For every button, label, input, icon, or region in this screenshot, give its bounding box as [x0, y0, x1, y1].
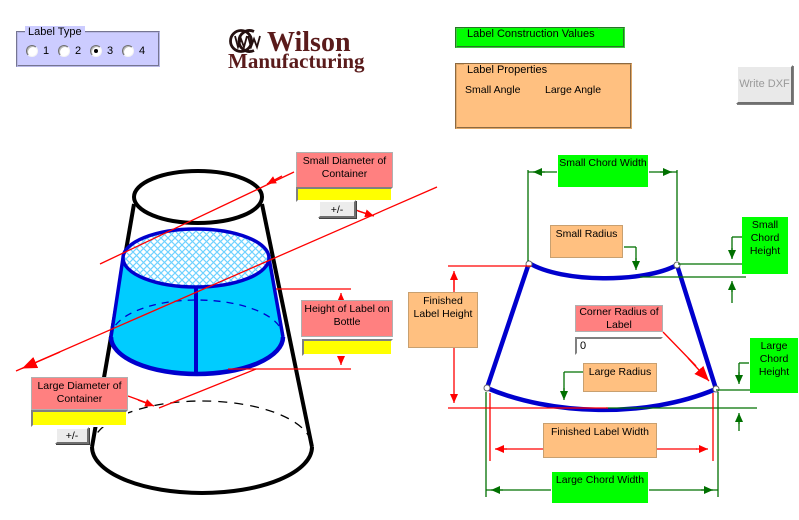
wilson-logo-icon	[229, 29, 261, 53]
label-type-frame: Label Type 1 2 3 4	[16, 26, 160, 67]
radio-option-label: 2	[75, 45, 82, 57]
large-diameter-input[interactable]	[31, 410, 128, 427]
radio-option-4[interactable]: 4	[122, 45, 145, 59]
radio-option-label: 3	[107, 45, 114, 57]
large-diameter-label: Large Diameter of Container	[31, 377, 128, 410]
large-chord-height-label: Large Chord Height	[750, 338, 798, 393]
large-diameter-stepper-button[interactable]: +/-	[55, 427, 89, 444]
label-dimension-lines-red	[448, 265, 714, 461]
large-angle-label: Large Angle	[545, 84, 602, 96]
corner-radius-input[interactable]: 0	[575, 337, 663, 355]
radio-option-label: 1	[43, 45, 50, 57]
radio-dot[interactable]	[26, 45, 38, 57]
radio-dot[interactable]	[90, 45, 102, 57]
bottle-cone-drawing	[90, 169, 314, 495]
small-diameter-stepper-button[interactable]: +/-	[318, 200, 356, 218]
large-chord-width-label: Large Chord Width	[552, 472, 648, 503]
label-type-frame-title: Label Type	[25, 26, 85, 38]
finished-label-width-label: Finished Label Width	[543, 423, 657, 458]
construction-values-frame: Label Construction Values	[455, 27, 625, 48]
small-chord-height-label: Small Chord Height	[742, 217, 788, 274]
small-angle-label: Small Angle	[465, 84, 521, 96]
corner-radius-label: Corner Radius of Label	[575, 305, 663, 332]
write-dxf-button[interactable]: Write DXF	[736, 65, 793, 104]
radio-option-1[interactable]: 1	[26, 45, 49, 59]
large-radius-label: Large Radius	[583, 363, 657, 392]
bottle-dimension-lines	[15, 171, 438, 409]
radio-option-2[interactable]: 2	[58, 45, 81, 59]
construction-values-title: Label Construction Values	[464, 28, 598, 40]
radio-option-3[interactable]: 3	[90, 45, 113, 59]
logo-wordmark: Wilson	[267, 27, 351, 58]
label-properties-frame: Label Properties Small Angle Large Angle	[455, 63, 632, 129]
label-height-label: Height of Label on Bottle	[301, 300, 393, 337]
radio-dot[interactable]	[122, 45, 134, 57]
small-radius-label: Small Radius	[550, 225, 623, 258]
radio-option-label: 4	[139, 45, 146, 57]
logo-wordmark-line2: Manufacturing	[228, 49, 365, 73]
label-height-input[interactable]	[302, 339, 393, 356]
radio-dot[interactable]	[58, 45, 70, 57]
small-chord-width-label: Small Chord Width	[558, 155, 648, 187]
label-properties-title: Label Properties	[464, 64, 551, 76]
finished-label-height-label: Finished Label Height	[408, 292, 478, 348]
small-diameter-label: Small Diameter of Container	[296, 152, 393, 188]
label-dimension-lines-green	[485, 168, 757, 497]
